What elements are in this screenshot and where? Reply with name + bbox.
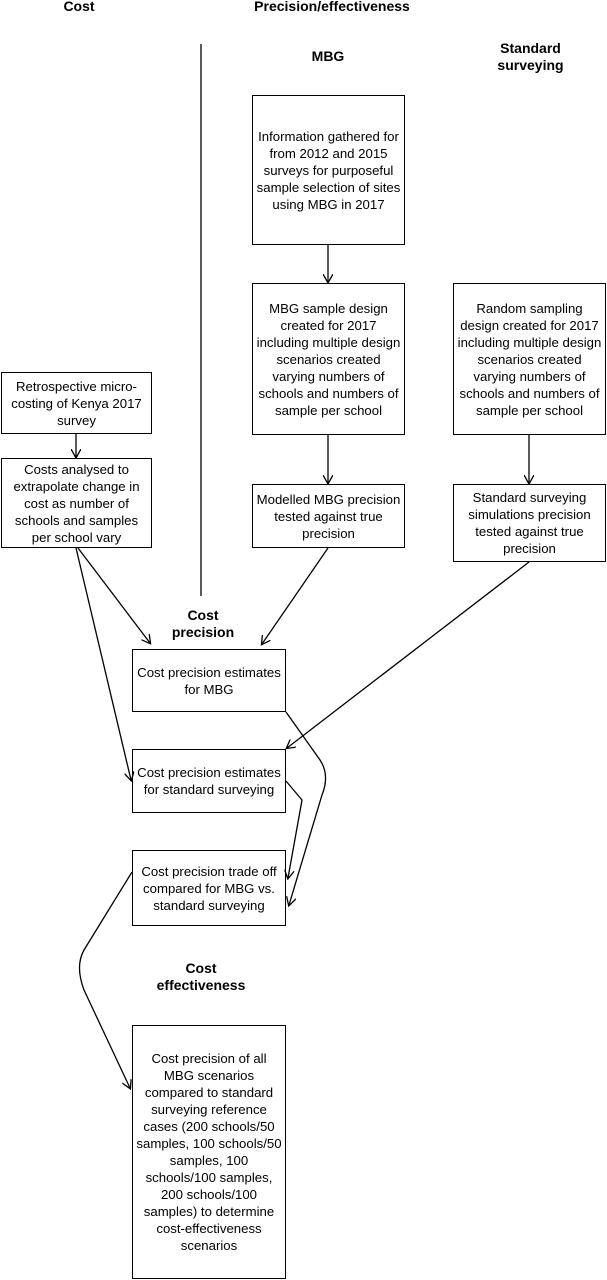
- node-cost-precision-standard: Cost precision estimates for standard su…: [132, 749, 286, 813]
- node-cost-precision-tradeoff: Cost precision trade off compared for MB…: [132, 850, 286, 926]
- node-standard-surveying-simulations: Standard surveying simulations precision…: [453, 484, 606, 562]
- node-retrospective-costing: Retrospective micro-costing of Kenya 201…: [1, 372, 152, 434]
- edge-simulations-to-standard-estimates: [287, 561, 530, 748]
- header-cost-precision: Cost precision: [171, 607, 235, 640]
- edge-mbg-estimates-to-tradeoff: [285, 711, 327, 905]
- node-cost-precision-all-scenarios-text: Cost precision of all MBG scenarios comp…: [136, 1051, 282, 1253]
- node-costs-analysed-text: Costs analysed to extrapolate change in …: [13, 461, 140, 545]
- node-cost-precision-mbg-text: Cost precision estimates for MBG: [137, 664, 281, 697]
- node-cost-precision-standard-text: Cost precision estimates for standard su…: [137, 765, 281, 797]
- header-cost-effectiveness: Cost effectiveness: [156, 960, 246, 993]
- node-mbg-sample-design: MBG sample design created for 2017 inclu…: [252, 283, 405, 435]
- node-cost-precision-all-scenarios: Cost precision of all MBG scenarios comp…: [132, 1025, 286, 1279]
- node-random-sampling-design: Random sampling design created for 2017 …: [453, 283, 606, 435]
- header-mbg: MBG: [311, 48, 345, 64]
- node-costs-analysed: Costs analysed to extrapolate change in …: [1, 458, 152, 548]
- node-retrospective-costing-text: Retrospective micro-costing of Kenya 201…: [11, 378, 142, 428]
- header-standard-surveying: Standard surveying: [497, 40, 564, 73]
- node-information-gathered-text: Information gathered for from 2012 and 2…: [256, 128, 401, 212]
- node-modelled-mbg-precision-text: Modelled MBG precision tested against tr…: [256, 491, 401, 541]
- edge-costs-to-standard-estimates: [75, 547, 131, 780]
- header-cost: Cost: [63, 0, 95, 14]
- edge-modelled-to-mbg-estimates: [262, 547, 329, 644]
- edge-standard-estimates-to-tradeoff: [286, 780, 303, 878]
- node-modelled-mbg-precision: Modelled MBG precision tested against tr…: [252, 484, 405, 548]
- node-standard-surveying-simulations-text: Standard surveying simulations precision…: [468, 490, 591, 556]
- edge-costs-to-mbg-estimates: [77, 547, 150, 643]
- node-cost-precision-tradeoff-text: Cost precision trade off compared for MB…: [141, 863, 277, 913]
- header-precision-effectiveness: Precision/effectiveness: [254, 0, 410, 14]
- edge-tradeoff-to-all-scenarios: [78, 871, 133, 1088]
- node-cost-precision-mbg: Cost precision estimates for MBG: [132, 649, 286, 712]
- node-information-gathered: Information gathered for from 2012 and 2…: [252, 95, 405, 245]
- node-mbg-sample-design-text: MBG sample design created for 2017 inclu…: [256, 300, 401, 418]
- node-random-sampling-design-text: Random sampling design created for 2017 …: [457, 300, 602, 418]
